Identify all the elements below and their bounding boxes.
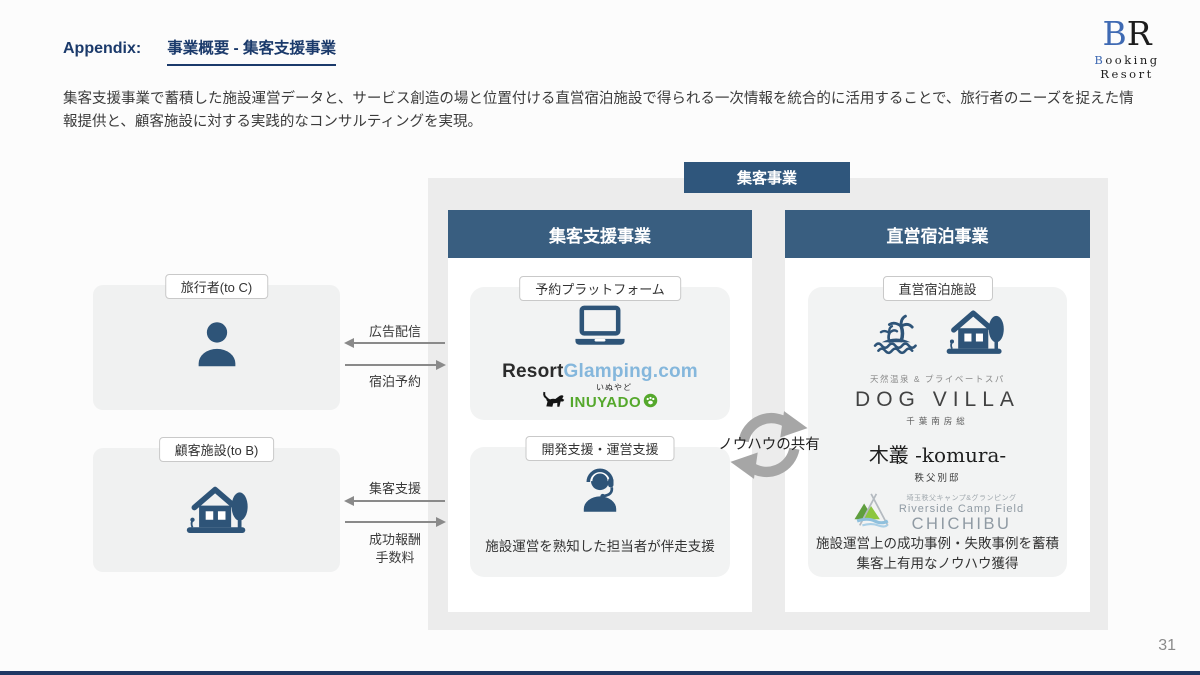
resort-glamping-light: Glamping.com bbox=[563, 361, 698, 382]
dev-support-box: 開発支援・運営支援 施設運営を熟知した担当者が伴走支援 bbox=[470, 436, 730, 577]
lodging-caption: 施設運営上の成功事例・失敗事例を蓄積 集客上有用なノウハウ獲得 bbox=[816, 534, 1059, 585]
lodging-label: 直営宿泊施設 bbox=[882, 276, 993, 301]
house-tree-icon bbox=[184, 480, 250, 540]
logo-mark: BR bbox=[1066, 14, 1188, 53]
arrow-booking-right bbox=[345, 360, 446, 370]
arrow-ad-left bbox=[344, 338, 445, 348]
komura-location: 秩父別邸 bbox=[914, 473, 961, 484]
inuyado-name: INUYADO bbox=[569, 394, 642, 412]
lodging-panel-body: 直営宿泊施設 bbox=[785, 258, 1090, 612]
komura-logo: 木叢 -komura- 秩父別邸 bbox=[869, 439, 1006, 484]
recycle-arrows-icon bbox=[722, 398, 816, 497]
traveler-label: 旅行者(to C) bbox=[164, 274, 269, 299]
person-icon bbox=[188, 316, 246, 379]
logo-name: Booking Resort bbox=[1066, 53, 1188, 81]
komura-name: 木叢 -komura- bbox=[868, 443, 1007, 467]
container-badge: 集客事業 bbox=[684, 162, 850, 193]
dog-villa-location: 千葉南房総 bbox=[906, 416, 969, 426]
chichibu-line1: Riverside Camp Field bbox=[898, 502, 1025, 515]
chichibu-tagline: 埼玉秩父キャンプ&グランピング bbox=[906, 494, 1017, 502]
lodging-panel-title: 直営宿泊事業 bbox=[785, 210, 1090, 258]
support-panel-title: 集客支援事業 bbox=[448, 210, 752, 258]
inuyado-ruby: いぬやど bbox=[595, 383, 632, 392]
bottom-accent-bar bbox=[0, 671, 1200, 675]
flow-label-support: 集客支援 bbox=[368, 481, 421, 496]
appendix-label: Appendix: bbox=[63, 40, 142, 57]
lodging-icons bbox=[870, 305, 1006, 361]
page-header: Appendix: 事業概要 - 集客支援事業 bbox=[63, 36, 336, 66]
platform-box: 予約プラットフォーム ResortGlamping.com bbox=[470, 276, 730, 420]
lodge-house-icon bbox=[944, 304, 1006, 361]
traveler-box: 旅行者(to C) bbox=[93, 274, 340, 410]
flow-label-ad: 広告配信 bbox=[368, 324, 421, 339]
lodging-panel: 直営宿泊事業 直営宿泊施設 bbox=[785, 210, 1090, 612]
arrow-support-left bbox=[344, 496, 445, 506]
client-facility-label: 顧客施設(to B) bbox=[158, 437, 275, 462]
arrow-fee-right bbox=[345, 517, 446, 527]
resort-glamping-dark: Resort bbox=[502, 361, 564, 382]
support-panel-body: 予約プラットフォーム ResortGlamping.com bbox=[448, 258, 752, 612]
platform-label: 予約プラットフォーム bbox=[519, 276, 681, 301]
headset-agent-icon bbox=[573, 464, 627, 523]
flow-label-fee-2: 手数料 bbox=[375, 550, 415, 565]
lodging-caption-line1: 施設運営上の成功事例・失敗事例を蓄積 bbox=[816, 536, 1059, 551]
client-facility-box: 顧客施設(to B) bbox=[93, 437, 340, 572]
booking-resort-logo: BR Booking Resort bbox=[1066, 14, 1188, 81]
lodging-caption-line2: 集客上有用なノウハウ獲得 bbox=[856, 555, 1019, 571]
flow-label-fee-1: 成功報酬 bbox=[368, 532, 421, 547]
lodging-box: 直営宿泊施設 bbox=[808, 276, 1067, 577]
dog-villa-tagline: 天然温泉 & プライベートスパ bbox=[870, 374, 1005, 384]
laptop-icon bbox=[570, 305, 630, 354]
page-number: 31 bbox=[1158, 637, 1176, 654]
dog-icon bbox=[542, 390, 567, 413]
dog-villa-logo: 天然温泉 & プライベートスパ DOG VILLA 千葉南房総 bbox=[855, 373, 1020, 427]
inuyado-logo: いぬやど INUYADO bbox=[542, 383, 658, 413]
chichibu-logo: 埼玉秩父キャンプ&グランピング Riverside Camp Field CHI… bbox=[851, 492, 1024, 534]
support-panel: 集客支援事業 予約プラットフォーム ResortGlamping.com bbox=[448, 210, 752, 612]
logo-mark-r: R bbox=[1126, 14, 1152, 53]
exchange-label: ノウハウの共有 bbox=[718, 437, 820, 453]
chichibu-line2: CHICHIBU bbox=[911, 514, 1012, 533]
logo-mark-b: B bbox=[1102, 14, 1127, 53]
flow-label-booking: 宿泊予約 bbox=[368, 374, 421, 389]
logo-name-b: B bbox=[1094, 53, 1106, 68]
description-text: 集客支援事業で蓄積した施設運営データと、サービス創造の場と位置付ける直営宿泊施設… bbox=[63, 91, 1134, 131]
dev-support-caption: 施設運営を熟知した担当者が伴走支援 bbox=[485, 539, 715, 554]
page-title: 事業概要 - 集客支援事業 bbox=[167, 36, 336, 66]
dog-villa-name: DOG VILLA bbox=[855, 388, 1020, 411]
dev-support-label: 開発支援・運営支援 bbox=[525, 436, 675, 461]
paw-badge-icon bbox=[643, 393, 658, 413]
palm-island-icon bbox=[870, 310, 924, 361]
logo-name-rest: ooking Resort bbox=[1100, 53, 1160, 82]
camp-logo-icon bbox=[851, 492, 893, 534]
resort-glamping-logo: ResortGlamping.com bbox=[502, 361, 698, 383]
